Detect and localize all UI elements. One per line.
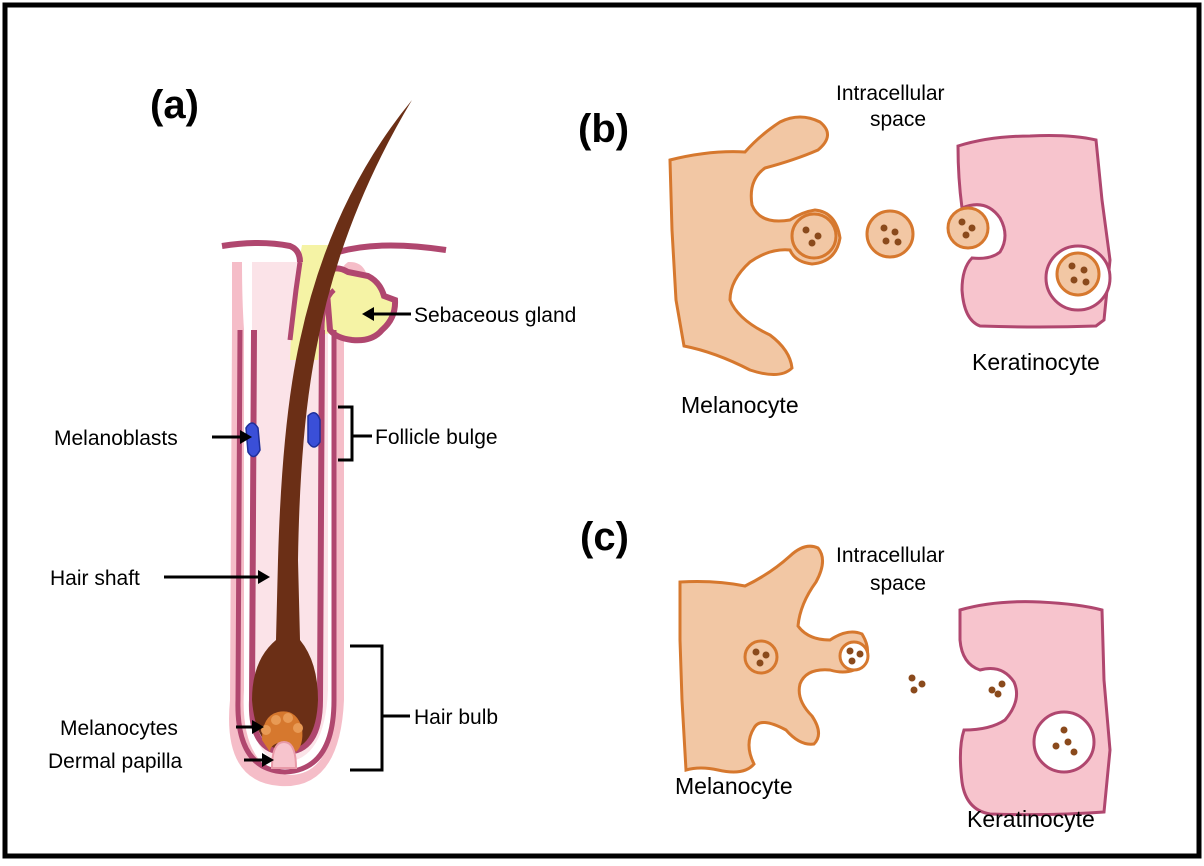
keratinocyte-label-b: Keratinocyte [972,349,1100,375]
melanin-dot [757,660,764,667]
melanosome-internalized-b [1057,253,1099,295]
dermal-papilla-label: Dermal papilla [48,750,183,773]
intracellular-space-c-line1: Intracellular [836,544,945,567]
melanin-dot [969,225,976,232]
melanocyte-dot [293,723,303,733]
melanoblast-left [246,423,260,457]
melanin-dot [1061,727,1068,734]
melanin-dot [895,239,902,246]
keratinocyte-label-c: Keratinocyte [967,806,1095,832]
melanocytes-label: Melanocytes [60,717,178,740]
melanin-dot [847,648,854,655]
follicle-bulge-label: Follicle bulge [375,426,498,449]
melanosome-bud-b [792,214,836,258]
melanin-dot [849,658,856,665]
melanin-dot [1081,267,1088,274]
melanin-dot [963,232,970,239]
melanin-dot [803,227,810,234]
melanoblasts-label: Melanoblasts [54,427,178,450]
hair-bulb-label: Hair bulb [414,706,498,729]
melanocyte-dot [271,715,281,725]
intracellular-space-b-line2: space [870,108,926,131]
melanin-dot [857,651,864,658]
melanin-dot [883,238,890,245]
melanin-dot [815,233,822,240]
melanocyte-label-c: Melanocyte [675,773,793,799]
melanosome-internal-c [745,641,777,673]
melanin-dot [1071,749,1078,756]
melanin-dot [995,691,1002,698]
panel-b-label: (b) [578,107,629,151]
melanocyte-dot [283,713,293,723]
panel-a-label: (a) [150,83,199,127]
melanosome-free-b [867,211,913,257]
melanin-dot [999,681,1006,688]
panel-c-label: (c) [580,515,629,559]
melanin-dot [911,687,918,694]
melanin-dot [1065,739,1072,746]
dermal-papilla-shape [272,742,296,768]
melanin-dot [1069,263,1076,270]
intracellular-space-c-line2: space [870,572,926,595]
melanin-dot [919,681,926,688]
sebaceous-gland-label: Sebaceous gland [414,304,576,327]
melanin-dot [959,219,966,226]
melanin-dot [989,687,996,694]
melanocyte-label-b: Melanocyte [681,392,799,418]
melanin-dot [1083,279,1090,286]
melanoblast-right [308,413,320,447]
melanin-dot [753,649,760,656]
melanin-dot [909,675,916,682]
melanin-dot [881,225,888,232]
intracellular-space-b-line1: Intracellular [836,82,945,105]
melanosome-engulfing-b [948,208,988,248]
phagosome-c [1034,712,1094,772]
hair-shaft-label: Hair shaft [50,567,140,590]
melanin-dot [809,240,816,247]
exocytosis-vesicle-c [840,642,868,670]
melanin-dot [763,652,770,659]
melanin-dot [1053,743,1060,750]
melanin-dot [1071,277,1078,284]
melanin-dot [892,229,899,236]
